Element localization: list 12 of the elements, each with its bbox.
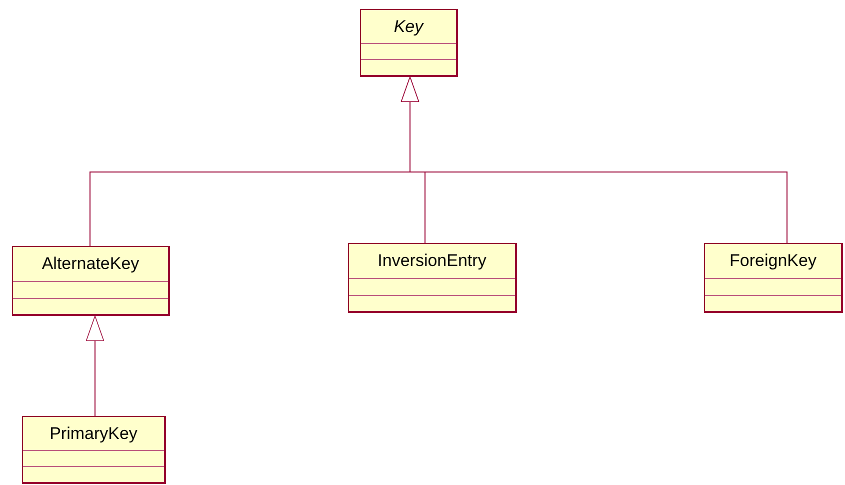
class-name: Key	[394, 16, 424, 38]
class-box	[12, 246, 170, 316]
class-name: ForeignKey	[730, 250, 816, 272]
generalization-arrow	[400, 76, 788, 244]
generalization-arrow	[86, 316, 104, 416]
class-name: InversionEntry	[378, 250, 486, 272]
class-name: PrimaryKey	[50, 422, 138, 445]
class-box	[22, 416, 166, 484]
class-box	[704, 243, 843, 313]
class-name: AlternateKey	[42, 253, 140, 276]
class-box	[348, 243, 517, 313]
class-box	[360, 9, 458, 77]
